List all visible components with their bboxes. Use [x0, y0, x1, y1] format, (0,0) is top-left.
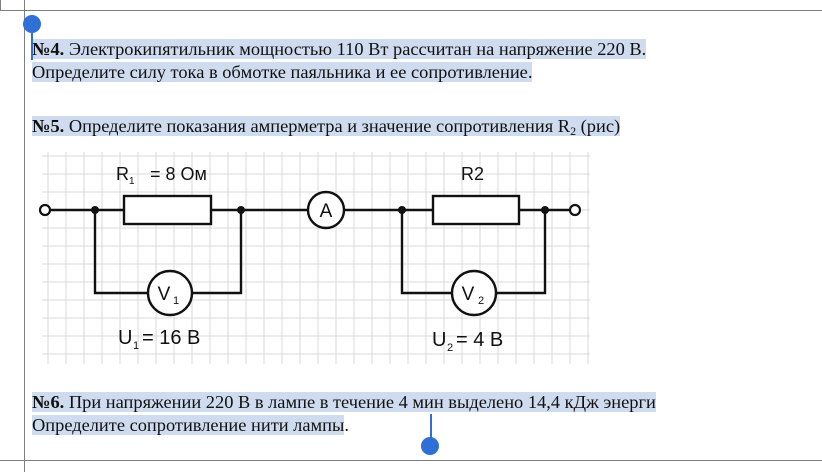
ammeter-label: A — [320, 201, 333, 222]
voltmeter-1-subscript: 1 — [173, 295, 179, 307]
problem-5-subscript: 2 — [570, 124, 577, 138]
r1-label: R — [116, 164, 129, 184]
table-border-top — [0, 10, 822, 11]
problem-4-number: №4. — [32, 39, 65, 59]
problem-5[interactable]: №5. Определите показания амперметра и зн… — [32, 115, 822, 140]
problem-5-text: Определите показания амперметра и значен… — [64, 116, 571, 136]
circuit-grid — [42, 152, 590, 364]
r2-label: R2 — [461, 164, 484, 184]
voltmeter-2-icon — [450, 269, 498, 317]
problem-4-line2: Определите силу тока в обмотке паяльника… — [32, 62, 533, 82]
voltmeter-1-label: V — [158, 284, 171, 305]
u1-subscript: 1 — [133, 340, 139, 352]
resistor-r1 — [122, 194, 213, 226]
problem-6-line2-end: . — [344, 415, 349, 435]
resistor-r2 — [431, 194, 521, 226]
problem-4-line1: Электрокипятильник мощностью 110 Вт расс… — [64, 39, 647, 59]
table-border-bottom — [0, 460, 822, 461]
u2-label: U — [432, 329, 446, 351]
junction-dots — [91, 206, 549, 214]
selection-start-handle[interactable] — [23, 15, 41, 33]
problem-5-text-end: (рис) — [576, 116, 621, 136]
ammeter-icon — [306, 190, 346, 230]
problem-6-number: №6. — [32, 392, 65, 412]
table-border-left-stub — [0, 0, 1, 10]
voltmeter-2-subscript: 2 — [478, 295, 484, 307]
u2-subscript: 2 — [447, 342, 453, 354]
selection-end-bar[interactable] — [430, 414, 432, 440]
problem-4[interactable]: №4. Электрокипятильник мощностью 110 Вт … — [32, 38, 822, 84]
selection-end-handle[interactable] — [421, 437, 439, 455]
selection-start-bar[interactable] — [31, 26, 33, 60]
terminal-right-icon — [568, 203, 582, 217]
r1-subscript: 1 — [129, 176, 135, 187]
circuit-wires — [50, 208, 570, 295]
problem-5-number: №5. — [32, 116, 65, 136]
table-border-left — [24, 0, 25, 472]
voltmeter-2-label: V — [462, 284, 475, 305]
u1-value: = 16 В — [142, 327, 200, 349]
voltmeter-1-icon — [146, 269, 194, 317]
problem-6-line1: При напряжении 220 В в лампе в течение 4… — [64, 392, 656, 412]
problem-6[interactable]: №6. При напряжении 220 В в лампе в течен… — [32, 391, 822, 437]
terminal-left-icon — [38, 203, 52, 217]
u2-value: = 4 В — [456, 329, 503, 351]
problem-6-line2: Определите сопротивление нити лампы — [32, 415, 345, 435]
circuit-background — [40, 150, 592, 366]
u1-label: U — [118, 327, 132, 349]
r1-value: = 8 Ом — [150, 164, 207, 184]
